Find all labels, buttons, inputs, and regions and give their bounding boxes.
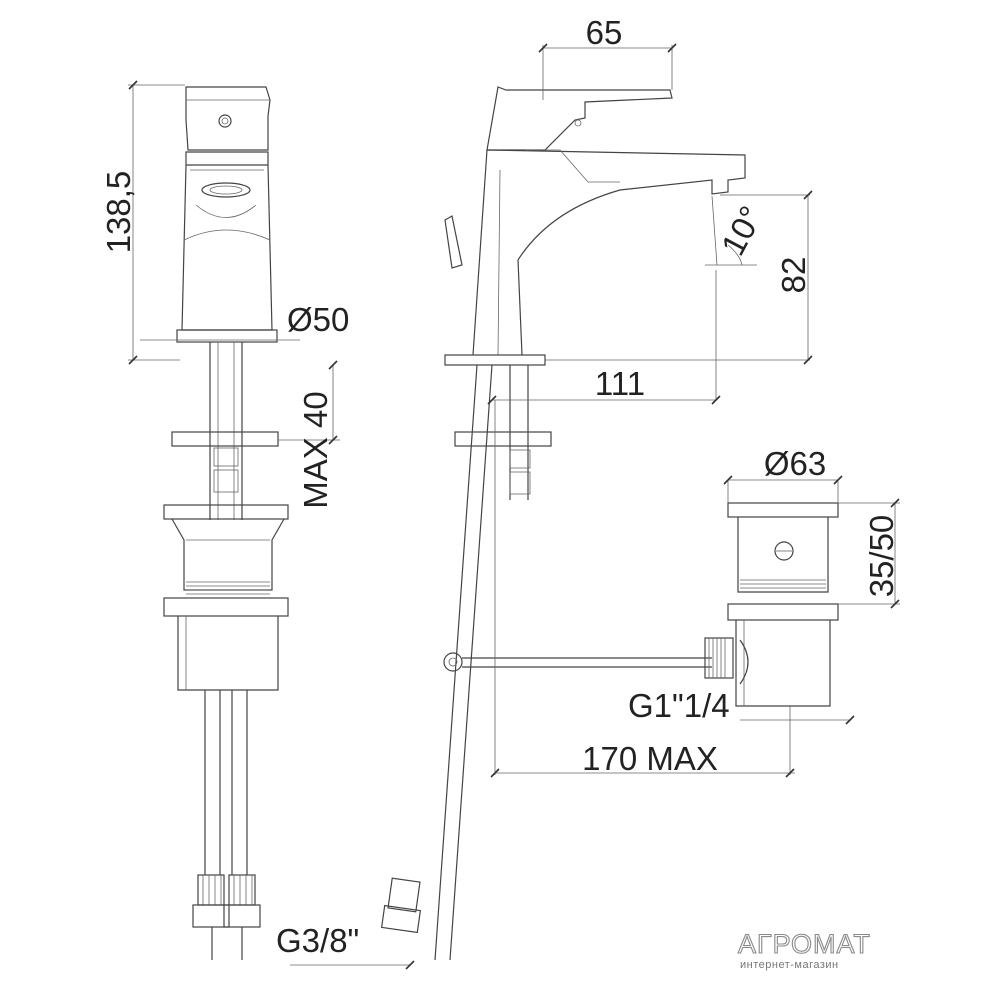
dim-waste-diameter: Ø63 bbox=[764, 445, 826, 482]
dim-spout-height: 82 bbox=[775, 257, 812, 294]
side-view: 65 82 10° 111 bbox=[380, 14, 813, 961]
dim-hose-thread: G3/8" bbox=[276, 922, 359, 959]
hose-thread-label: G3/8" bbox=[276, 922, 415, 970]
watermark: АГРОМАТ интернет-магазин bbox=[737, 928, 871, 971]
dim-base-diameter: Ø50 bbox=[287, 301, 349, 338]
watermark-tagline: интернет-магазин bbox=[740, 959, 839, 971]
waste-view: Ø63 35/50 G1"1/4 170 MAX bbox=[490, 400, 900, 778]
dim-width-top: 65 bbox=[586, 14, 623, 51]
hose-nut-left bbox=[192, 874, 230, 928]
rod-nut bbox=[380, 877, 422, 934]
dim-height-front: 138,5 bbox=[100, 171, 137, 254]
dim-spout-reach: 111 bbox=[595, 365, 645, 402]
dim-rod-length: 170 MAX bbox=[582, 740, 718, 777]
dim-spout-angle: 10° bbox=[714, 200, 770, 261]
front-view: 138,5 Ø50 MAX 40 bbox=[100, 80, 349, 960]
dim-waste-height: 35/50 bbox=[863, 515, 900, 598]
watermark-brand: АГРОМАТ bbox=[738, 929, 871, 959]
dim-max-deck: MAX 40 bbox=[297, 391, 334, 508]
thread-lines bbox=[186, 581, 270, 595]
dim-waste-thread: G1"1/4 bbox=[628, 687, 730, 724]
